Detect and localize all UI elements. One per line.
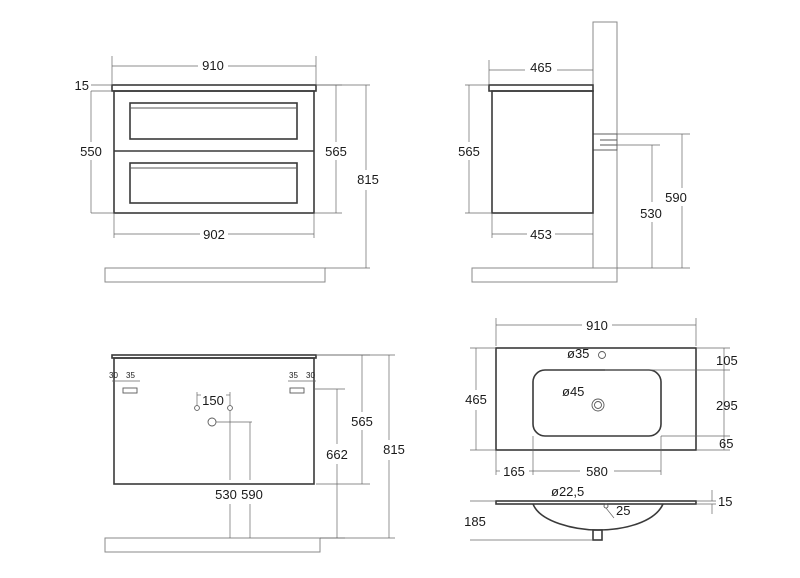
tap-hole	[598, 351, 606, 359]
dim-tap-offset: 105	[716, 353, 738, 368]
basin-top-view: 910 465 ø35 ø45 105 295 65 165 580	[465, 318, 738, 479]
wall-hole-left	[194, 405, 200, 411]
lower-drawer-front	[129, 162, 298, 204]
dim-bowl-height: 185	[464, 514, 486, 529]
dim-offset-right-b: 35	[289, 371, 298, 380]
basin-outline	[495, 347, 697, 451]
basin-slab	[495, 500, 697, 505]
drain-hole-inner	[594, 401, 602, 409]
wall-bracket	[592, 133, 618, 151]
dim-mount-low: 530	[640, 206, 662, 221]
left-bracket	[122, 387, 138, 394]
side-view: 465 565 453 530 590	[458, 21, 690, 283]
dim-basin-depth: 465	[465, 392, 487, 407]
right-bracket	[289, 387, 305, 394]
dim-offset-left-a: 30	[109, 371, 118, 380]
basin-bowl-section	[532, 503, 664, 531]
dim-front-height: 565	[325, 144, 347, 159]
side-cabinet	[491, 90, 594, 214]
dim-top-thickness: 15	[75, 78, 89, 93]
floor-hatch-side	[471, 267, 618, 283]
dim-back-total-height: 815	[383, 442, 405, 457]
back-view: 30 35 35 30 150 530 590 662 565	[104, 354, 405, 553]
dim-tap-hole: ø35	[567, 346, 589, 361]
dim-total-height: 815	[357, 172, 379, 187]
dim-side-height: 565	[458, 144, 480, 159]
basin-bowl	[532, 369, 662, 437]
dim-front-rim: 65	[719, 436, 733, 451]
front-view: 910 15 550 565 815 902	[75, 56, 379, 283]
dim-basin-left-offset: 165	[503, 464, 525, 479]
dim-overflow: ø22,5	[551, 484, 584, 499]
upper-drawer-front	[129, 102, 298, 140]
cabinet-body	[113, 90, 315, 214]
basin-section: ø22,5 185 25 15	[464, 484, 732, 541]
dim-side-depth-bottom: 453	[530, 227, 552, 242]
dim-mount-high: 590	[665, 190, 687, 205]
countertop	[111, 84, 317, 92]
dim-drain-from-top: 662	[326, 447, 348, 462]
dim-drain-hole: ø45	[562, 384, 584, 399]
drain-pipe-hole	[207, 417, 217, 427]
dim-drain-height-a: 530	[215, 487, 237, 502]
drain-hole-outer	[591, 398, 605, 412]
dim-hole-spacing: 150	[202, 393, 224, 408]
dim-offset-left-b: 35	[126, 371, 135, 380]
dim-side-depth-top: 465	[530, 60, 552, 75]
floor-hatch-front	[104, 267, 326, 283]
dim-front-width-top: 910	[202, 58, 224, 73]
dim-bowl-depth: 295	[716, 398, 738, 413]
floor-hatch-back	[104, 537, 321, 553]
dim-slab-thickness: 15	[718, 494, 732, 509]
wall-hole-right	[227, 405, 233, 411]
dim-body-height: 550	[80, 144, 102, 159]
dim-front-width-bottom: 902	[203, 227, 225, 242]
drain-outlet	[592, 529, 603, 541]
wall-hatch-upper	[592, 21, 618, 135]
dim-offset-right-a: 30	[306, 371, 315, 380]
back-panel	[113, 357, 315, 485]
dim-back-height: 565	[351, 414, 373, 429]
side-countertop	[488, 84, 594, 92]
dim-basin-width: 910	[586, 318, 608, 333]
dim-bowl-width: 580	[586, 464, 608, 479]
wall-hatch-lower	[592, 149, 618, 269]
dim-drain-height-b: 590	[241, 487, 263, 502]
dim-drain-depth: 25	[616, 503, 630, 518]
